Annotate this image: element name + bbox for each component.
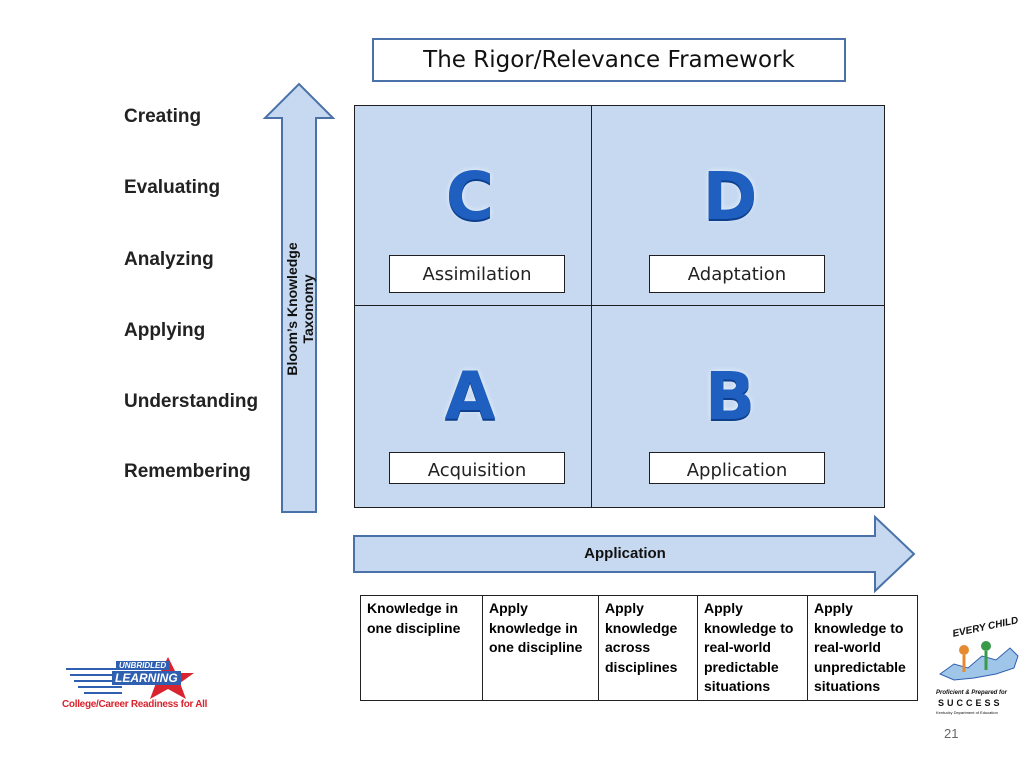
quadrant-c-letter: C	[445, 158, 495, 235]
scale-cell-4: Apply knowledge to real-world predictabl…	[697, 595, 808, 701]
application-scale-table: Knowledge in one discipline Apply knowle…	[360, 595, 918, 701]
bloom-level-analyzing: Analyzing	[124, 249, 214, 270]
horizontal-axis-label: Application	[584, 545, 666, 562]
bloom-level-understanding: Understanding	[124, 391, 259, 412]
logo-left-line2: LEARNING	[112, 671, 181, 685]
quadrant-b-letter: B	[704, 358, 756, 435]
horizontal-right-arrow	[353, 514, 916, 594]
quadrant-c-label: Assimilation	[389, 255, 565, 293]
kentucky-map-icon	[938, 641, 1019, 681]
scale-cell-1: Knowledge in one discipline	[360, 595, 483, 701]
table-row: Knowledge in one discipline Apply knowle…	[360, 595, 918, 701]
bloom-level-remembering: Remembering	[124, 461, 251, 482]
scale-cell-5: Apply knowledge to real-world unpredicta…	[807, 595, 918, 701]
quadrant-a-label: Acquisition	[389, 452, 565, 484]
quadrant-a-letter: A	[444, 358, 496, 435]
every-child-logo: EVERY CHILD Proficient & Prepared for SU…	[930, 615, 1020, 720]
bloom-level-applying: Applying	[124, 320, 206, 341]
vertical-axis-label: Bloom’s Knowledge Taxonomy	[284, 242, 316, 376]
logo-left-tagline: College/Career Readiness for All	[62, 699, 208, 710]
quadrant-grid	[354, 105, 885, 508]
page-title: The Rigor/Relevance Framework	[372, 38, 846, 82]
bloom-level-evaluating: Evaluating	[124, 177, 221, 198]
scale-cell-3: Apply knowledge across disciplines	[598, 595, 698, 701]
quadrant-d-label: Adaptation	[649, 255, 825, 293]
grid-horizontal-divider	[354, 305, 885, 306]
logo-left-line1: UNBRIDLED	[116, 661, 170, 670]
scale-cell-2: Apply knowledge in one discipline	[482, 595, 599, 701]
page-number: 21	[944, 726, 959, 741]
logo-right-line3: Kentucky Department of Education	[936, 710, 998, 715]
quadrant-b-label: Application	[649, 452, 825, 484]
vertical-up-arrow	[262, 82, 336, 513]
bloom-level-creating: Creating	[124, 106, 202, 127]
logo-right-line2: SUCCESS	[938, 698, 1003, 708]
logo-right-line1: Proficient & Prepared for	[936, 690, 1008, 696]
unbridled-learning-logo: UNBRIDLED LEARNING College/Career Readin…	[62, 655, 212, 713]
grid-vertical-divider	[591, 105, 592, 508]
quadrant-d-letter: D	[702, 158, 758, 235]
